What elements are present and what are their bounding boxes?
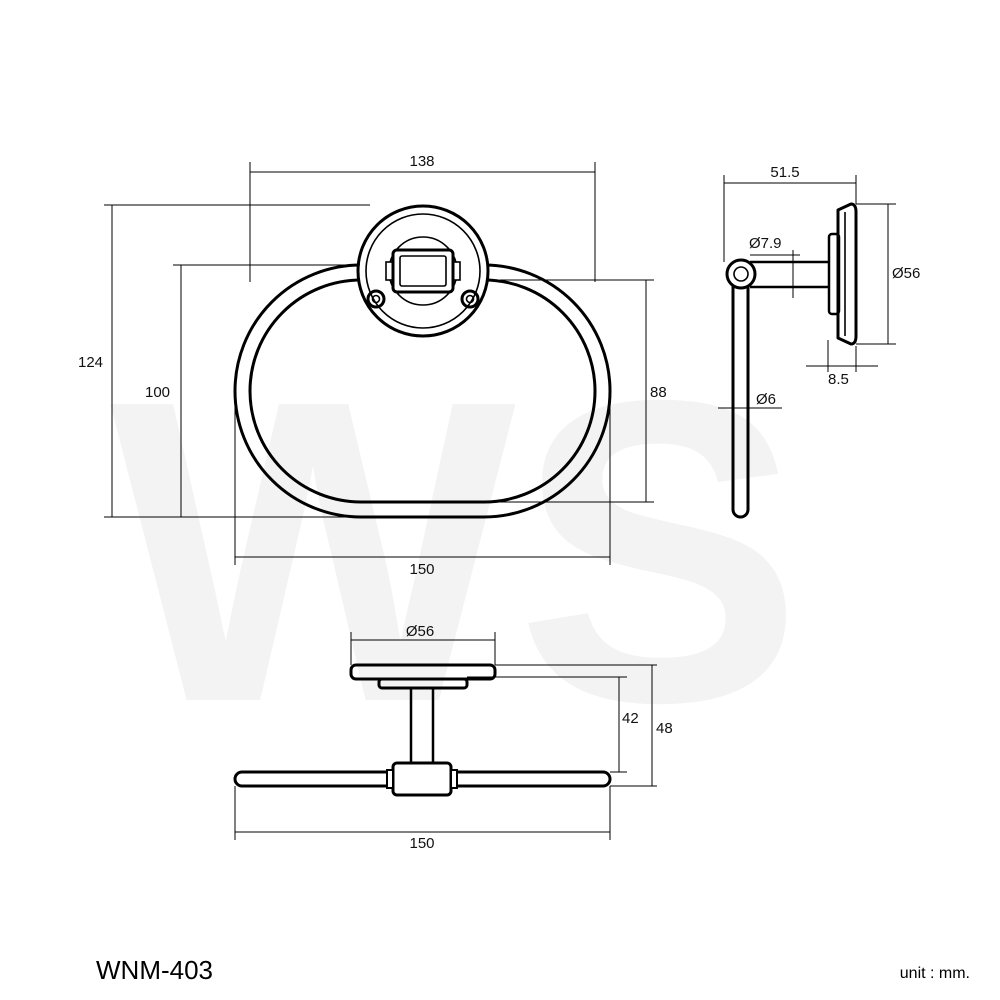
model-title: WNM-403: [96, 955, 213, 985]
dim-label-150-front: 150: [409, 561, 434, 578]
ring-hub: [725, 258, 757, 290]
dim-label-56-top: Ø56: [406, 623, 434, 640]
clamp-block-inner: [399, 255, 447, 287]
dim-label-6: Ø6: [756, 391, 776, 408]
screw-right-hole: [465, 294, 475, 304]
screw-left: [366, 289, 386, 309]
wall-base-inner: [365, 213, 481, 329]
wall-plate: [836, 202, 858, 346]
top-plate-collar: [377, 677, 469, 690]
dim-label-48: 48: [656, 720, 673, 737]
dim-label-42: 42: [622, 710, 639, 727]
dim-label-138: 138: [409, 153, 434, 170]
side-view: 51.5 Ø7.9 Ø56 8.5 Ø6: [718, 164, 920, 519]
dim-label-7-9: Ø7.9: [749, 235, 782, 252]
watermark-logo: WS: [110, 312, 803, 792]
dim-label-124: 124: [78, 354, 103, 371]
dim-label-8-5: 8.5: [828, 371, 849, 388]
dim-label-150-top: 150: [409, 835, 434, 852]
ring-hub-inner: [733, 266, 749, 282]
screw-left-hole: [371, 294, 381, 304]
dim-label-51-5: 51.5: [770, 164, 799, 181]
top-clamp-cap-left: [386, 769, 394, 789]
top-clamp-cap-right: [450, 769, 458, 789]
clamp-block: [391, 248, 455, 294]
unit-label: unit : mm.: [900, 965, 970, 982]
top-clamp-block: [391, 761, 453, 797]
dim-label-100: 100: [145, 384, 170, 401]
dim-label-56-side: Ø56: [892, 265, 920, 282]
top-view: Ø56 42 48 150: [233, 623, 673, 852]
dim-label-88: 88: [650, 384, 667, 401]
front-view: 138 124 100 88 150: [78, 153, 667, 578]
screw-right: [460, 289, 480, 309]
